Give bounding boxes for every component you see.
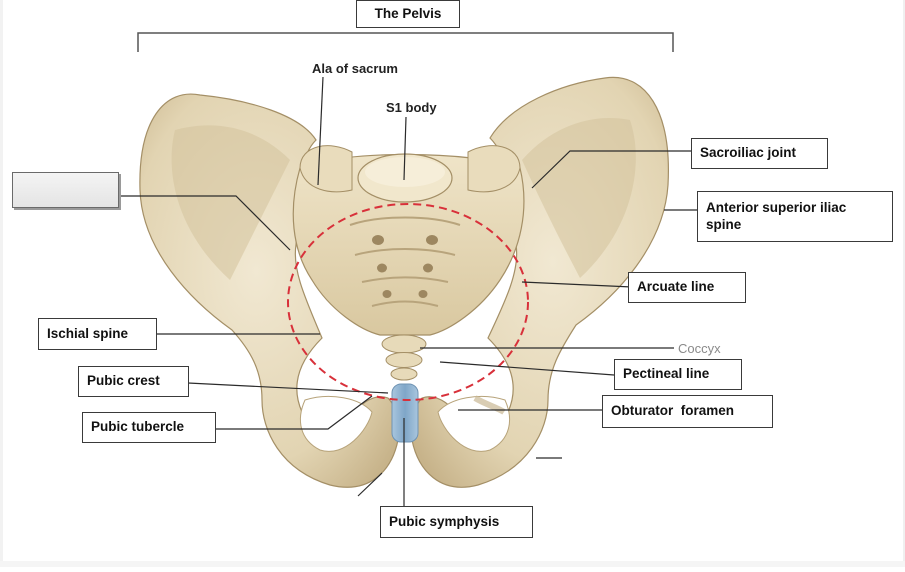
blank-label-box[interactable] bbox=[12, 172, 119, 208]
label-sacroiliac-joint: Sacroiliac joint bbox=[691, 138, 828, 169]
label-pubic-tubercle: Pubic tubercle bbox=[82, 412, 216, 443]
label-coccyx: Coccyx bbox=[678, 341, 721, 356]
label-pectineal-line: Pectineal line bbox=[614, 359, 742, 390]
left-iliac-fossa bbox=[171, 125, 290, 281]
right-iliac-fossa bbox=[522, 117, 636, 278]
label-obturator-foramen: Obturator foramen bbox=[602, 395, 773, 428]
pubic-symphysis-shape bbox=[391, 383, 419, 443]
label-ischial-spine: Ischial spine bbox=[38, 318, 157, 350]
right-edge bbox=[903, 0, 905, 567]
label-asis: Anterior superior iliac spine bbox=[697, 191, 893, 242]
coccyx-bone bbox=[381, 334, 427, 381]
label-ala-of-sacrum: Ala of sacrum bbox=[312, 61, 398, 76]
label-arcuate-line: Arcuate line bbox=[628, 272, 746, 303]
label-pubic-symphysis: Pubic symphysis bbox=[380, 506, 533, 538]
leader-lines bbox=[118, 76, 697, 507]
pelvic-brim bbox=[287, 203, 529, 401]
bottom-edge bbox=[0, 561, 905, 567]
sacrum bbox=[292, 153, 525, 336]
page-title: The Pelvis bbox=[356, 0, 460, 28]
title-bracket bbox=[137, 32, 674, 52]
label-pubic-crest: Pubic crest bbox=[78, 366, 189, 397]
label-s1-body: S1 body bbox=[386, 100, 437, 115]
left-edge bbox=[0, 0, 3, 567]
